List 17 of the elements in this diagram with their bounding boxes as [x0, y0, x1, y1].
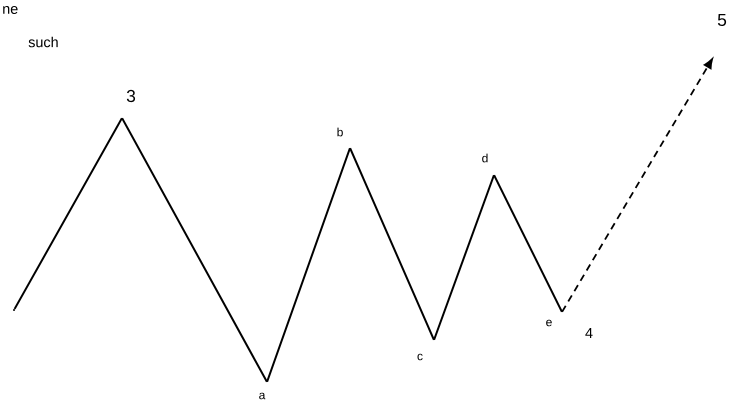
caption-text: ne [3, 6, 18, 14]
line [14, 118, 123, 310]
vertex-label: b [337, 128, 343, 136]
vertex-label: e 4 [546, 320, 593, 338]
line-end [13, 309, 16, 311]
line [266, 148, 351, 382]
caption-text: such [28, 36, 58, 48]
vertex-label: 3 [126, 90, 136, 102]
line [493, 174, 563, 312]
vertex-label: d [482, 154, 488, 162]
line [121, 118, 268, 382]
vertex-label: c [418, 354, 423, 360]
line [433, 174, 495, 340]
vertex-label: 5 [718, 14, 726, 26]
arrow [561, 58, 713, 312]
line [349, 148, 435, 340]
vertex-label: a [259, 392, 266, 400]
